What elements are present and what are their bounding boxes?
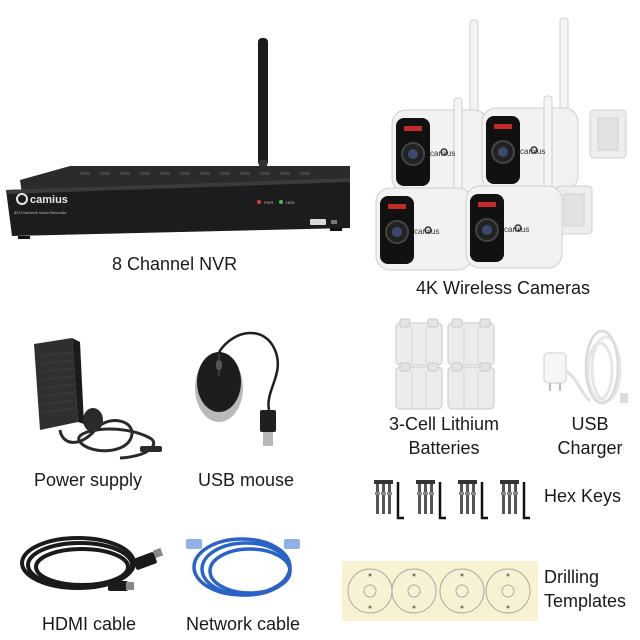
cameras-product: camius camius camius camius 4K Wireless … [370, 0, 640, 300]
hex-keys-product: Hex Keys [360, 470, 640, 530]
network-cable-image [186, 537, 300, 597]
hdmi-cable-product: HDMI cable [0, 525, 180, 640]
drilling-templates-label-line1: Drilling [544, 567, 600, 587]
nvr-brand: camius [30, 194, 68, 206]
batteries-label-line2: Batteries [408, 438, 480, 458]
usb-port-icon [310, 219, 326, 225]
cameras-label: 4K Wireless Cameras [416, 278, 591, 298]
usb-charger-label-line2: Charger [557, 438, 623, 458]
hex-keys-label: Hex Keys [544, 486, 622, 506]
pwr-led-icon [257, 200, 261, 204]
batteries-image [395, 318, 495, 410]
usb-charger-label-line1: USB [571, 414, 609, 434]
hdmi-cable-image [20, 536, 164, 591]
batteries-product: 3-Cell Lithium Batteries [360, 315, 520, 460]
camera-brand-2: camius [520, 147, 545, 156]
power-supply-product: Power supply [0, 330, 175, 495]
drilling-templates-product: Drilling Templates [340, 555, 640, 640]
power-supply-label: Power supply [34, 470, 143, 490]
brand-logo-icon [16, 193, 28, 205]
cameras-image: camius camius camius camius [375, 17, 627, 271]
drilling-templates-image [342, 561, 538, 621]
camera-brand-1: camius [430, 149, 455, 158]
usb-mouse-image [195, 331, 280, 446]
network-cable-product: Network cable [180, 525, 330, 640]
batteries-label-line1: 3-Cell Lithium [388, 414, 500, 434]
hdmi-cable-label: HDMI cable [42, 614, 137, 634]
nvr-product: camius 8CH Network Video Recorder PWR HD… [0, 0, 360, 274]
pwr-led-label: PWR [264, 200, 273, 205]
usb-charger-image [543, 329, 628, 405]
hdd-led-icon [279, 200, 283, 204]
camera-brand-3: camius [414, 227, 439, 236]
power-supply-image [34, 338, 162, 460]
network-cable-label: Network cable [186, 614, 301, 634]
drilling-templates-label-line2: Templates [544, 591, 627, 611]
nvr-label: 8 Channel NVR [112, 254, 238, 274]
usb-charger-product: USB Charger [530, 315, 640, 460]
hex-keys-image [372, 478, 532, 520]
hdd-led-label: HDD [286, 200, 295, 205]
camera-brand-4: camius [504, 225, 529, 234]
usb-mouse-product: USB mouse [185, 330, 320, 495]
nvr-model-text: 8CH Network Video Recorder [14, 210, 67, 215]
usb-mouse-label: USB mouse [198, 470, 295, 490]
nvr-image: camius 8CH Network Video Recorder PWR HD… [6, 38, 350, 239]
